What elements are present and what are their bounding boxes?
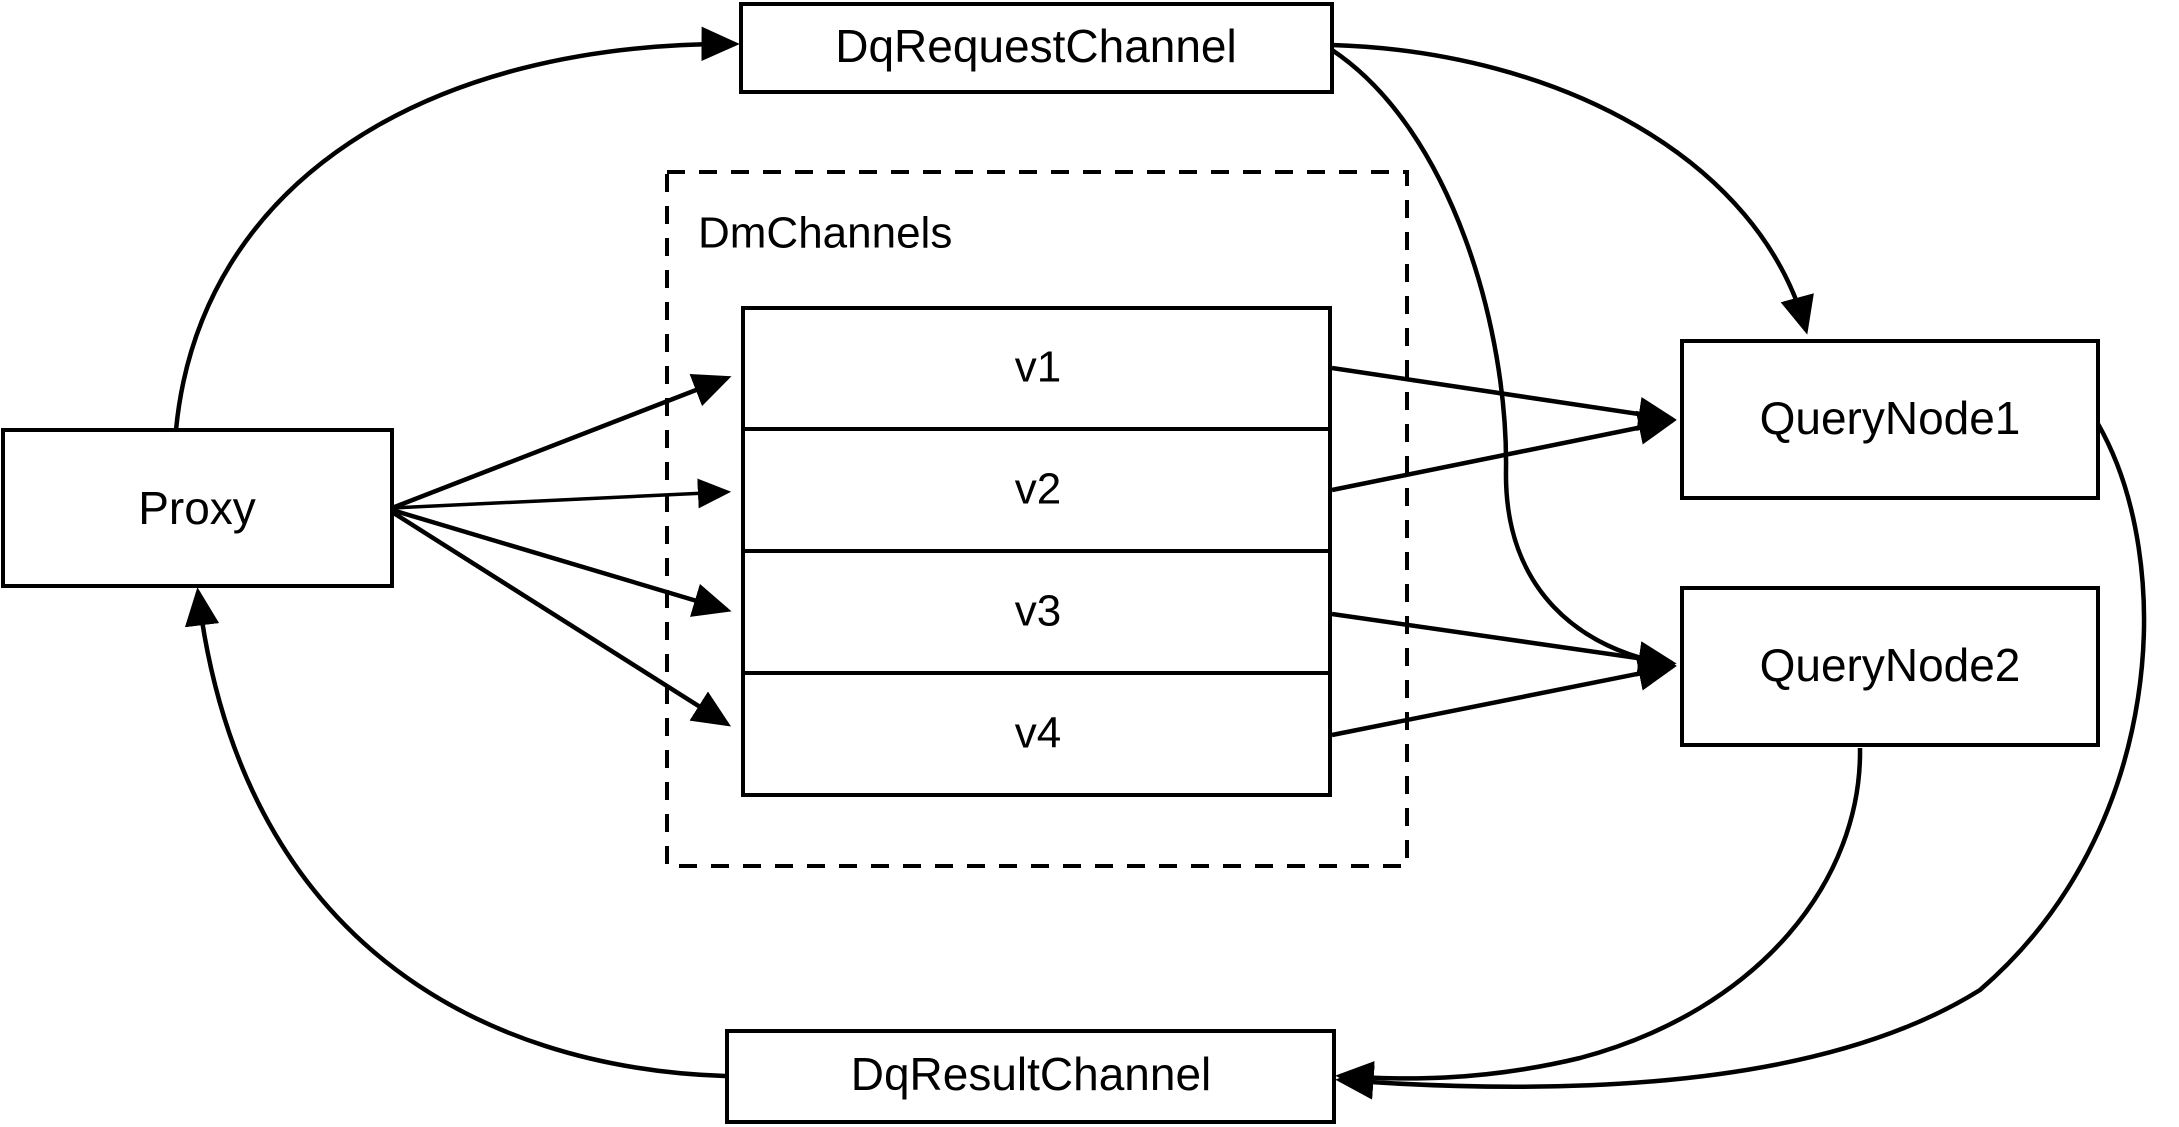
edge-dqrequestchannel-to-querynode1	[1331, 42, 1814, 335]
channel-row-v1-label: v1	[1015, 343, 1061, 392]
dqresultchannel-node-box[interactable]	[725, 1029, 1336, 1124]
querynode1-node-label: QueryNode1	[1760, 392, 2021, 444]
edge-querynode1-to-dqresultchannel	[1335, 422, 2147, 1100]
edge-v3-to-querynode2	[1331, 611, 1677, 676]
querynode1-node-box[interactable]	[1680, 339, 2100, 500]
proxy-node-label: Proxy	[138, 482, 256, 534]
dqrequestchannel-node-box[interactable]	[739, 2, 1334, 94]
querynode2-node-label: QueryNode2	[1760, 639, 2021, 691]
edge-proxy-to-v1	[391, 374, 732, 511]
channel-row-v3-label: v3	[1015, 587, 1061, 636]
dmchannels-group-box	[665, 170, 1409, 868]
dmchannels-group-label: DmChannels	[698, 209, 952, 258]
edge-dqrequestchannel-to-querynode2	[1330, 48, 1677, 677]
dqresultchannel-node-label: DqResultChannel	[851, 1048, 1212, 1100]
querynode2-node-box[interactable]	[1680, 586, 2100, 747]
edge-proxy-to-v2	[391, 478, 732, 510]
edge-v1-to-querynode1	[1331, 365, 1677, 432]
dqrequestchannel-node-label: DqRequestChannel	[835, 20, 1237, 72]
edge-proxy-to-dqrequestchannel	[173, 26, 740, 431]
proxy-node-box[interactable]	[1, 428, 394, 588]
edge-proxy-to-v3	[391, 507, 732, 617]
channel-row-v2-label: v2	[1015, 465, 1061, 514]
edge-querynode2-to-dqresultchannel	[1335, 747, 1863, 1096]
channel-row-v4-label: v4	[1015, 709, 1061, 758]
edge-proxy-to-v4	[390, 510, 732, 727]
edge-dqresultchannel-to-proxy	[184, 587, 726, 1079]
edge-v2-to-querynode1	[1331, 410, 1677, 493]
edge-v4-to-querynode2	[1331, 656, 1677, 738]
